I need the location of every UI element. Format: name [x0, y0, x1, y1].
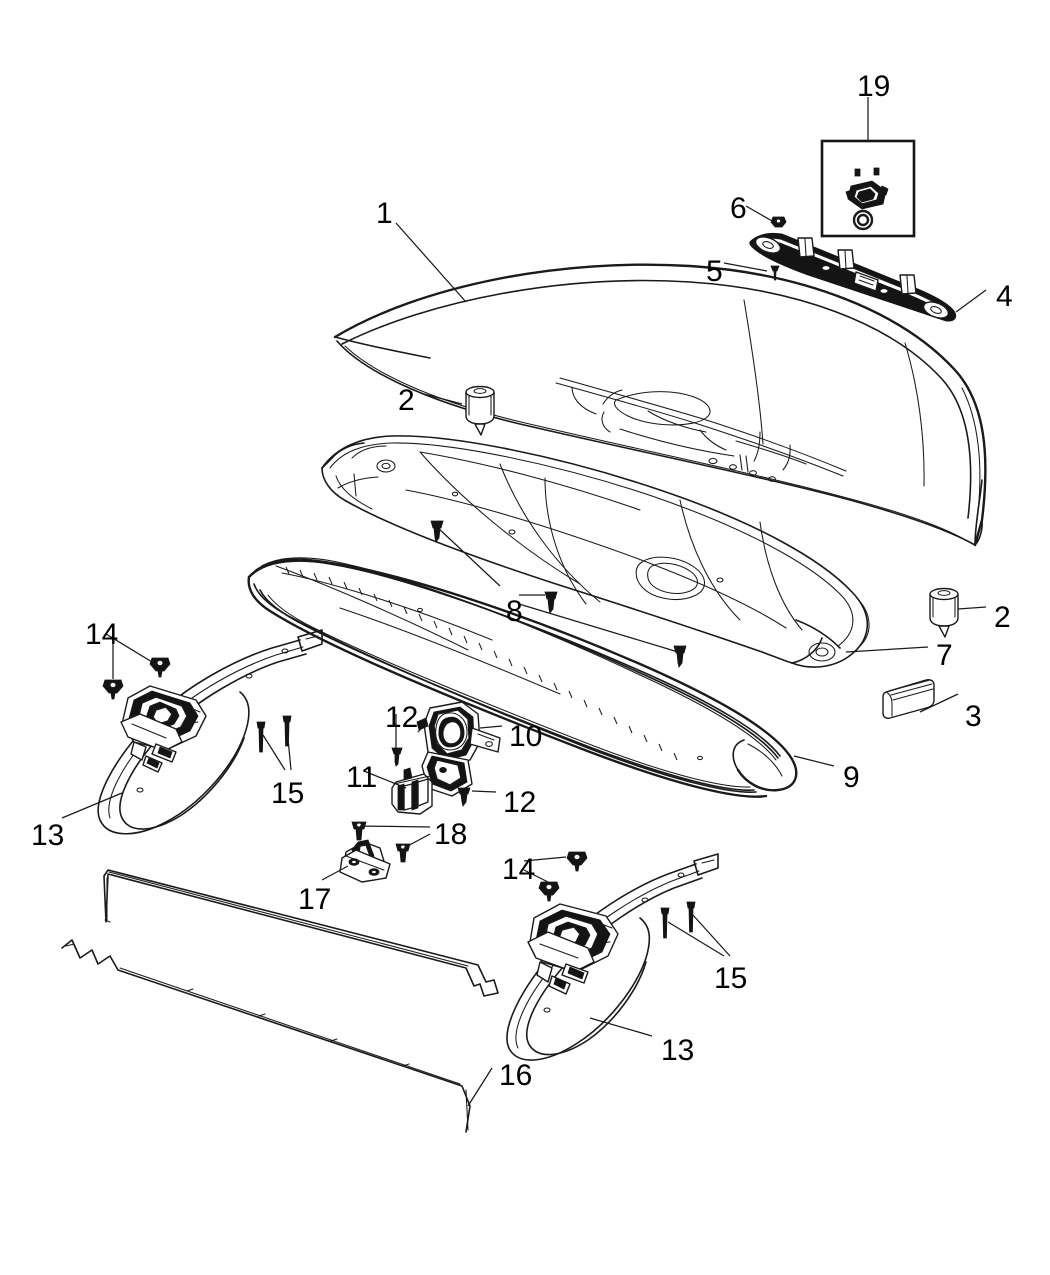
screw-latch-lower	[457, 787, 471, 807]
callout-13-right: 13	[661, 1034, 695, 1067]
callout-7: 7	[936, 639, 953, 672]
screw-chmsl	[770, 265, 780, 281]
bumper-stop-upper	[465, 385, 495, 436]
callout-6: 6	[730, 192, 747, 225]
latch-and-cable-assembly-right	[506, 851, 719, 1061]
callout-10: 10	[509, 720, 543, 753]
callout-1: 1	[376, 197, 393, 230]
deck-lid-outer-panel	[333, 263, 987, 547]
push-pin-clip-retainer	[430, 520, 687, 668]
screw-striker-bracket	[351, 821, 411, 863]
torsion-bar-rod	[61, 869, 499, 1133]
bumper-stop-lower	[929, 587, 959, 638]
screw-latch-upper	[391, 747, 403, 767]
callout-17: 17	[298, 883, 332, 916]
callout-15-right: 15	[714, 962, 748, 995]
push-nut-right	[538, 851, 588, 902]
callout-11: 11	[346, 761, 378, 794]
cable-retainer-clip	[391, 767, 433, 815]
callout-2-lower: 2	[994, 601, 1011, 634]
pad-seal-block	[882, 679, 935, 719]
camera-module-detail-box	[820, 139, 916, 238]
callout-12-lower: 12	[503, 786, 537, 819]
callout-15-left: 15	[271, 777, 305, 810]
callout-8: 8	[506, 595, 523, 628]
callout-3: 3	[965, 700, 982, 733]
callout-9: 9	[843, 761, 860, 794]
deck-lid-inner-panel	[321, 435, 870, 668]
callout-14-right: 14	[502, 853, 536, 886]
callout-19: 19	[857, 70, 891, 103]
callout-12-upper: 12	[385, 701, 419, 734]
push-nut-left	[102, 657, 171, 700]
leader-lines	[61, 97, 987, 1107]
chmsl-center-high-mount-stop-lamp	[749, 232, 957, 322]
callout-2-upper: 2	[398, 384, 415, 417]
callout-14-left: 14	[85, 618, 119, 651]
callout-13-left: 13	[31, 819, 65, 852]
screw-striker-right	[660, 901, 696, 939]
callout-4: 4	[996, 280, 1013, 313]
nut-chmsl	[770, 216, 787, 228]
latch-actuator-motor	[416, 701, 501, 797]
striker-bracket	[339, 839, 391, 883]
callout-5: 5	[706, 255, 723, 288]
callout-16: 16	[499, 1059, 533, 1092]
latch-and-cable-assembly-left	[97, 629, 323, 835]
screw-striker-left	[256, 715, 292, 753]
callout-18: 18	[434, 818, 468, 851]
weatherstrip-seal	[247, 557, 798, 798]
